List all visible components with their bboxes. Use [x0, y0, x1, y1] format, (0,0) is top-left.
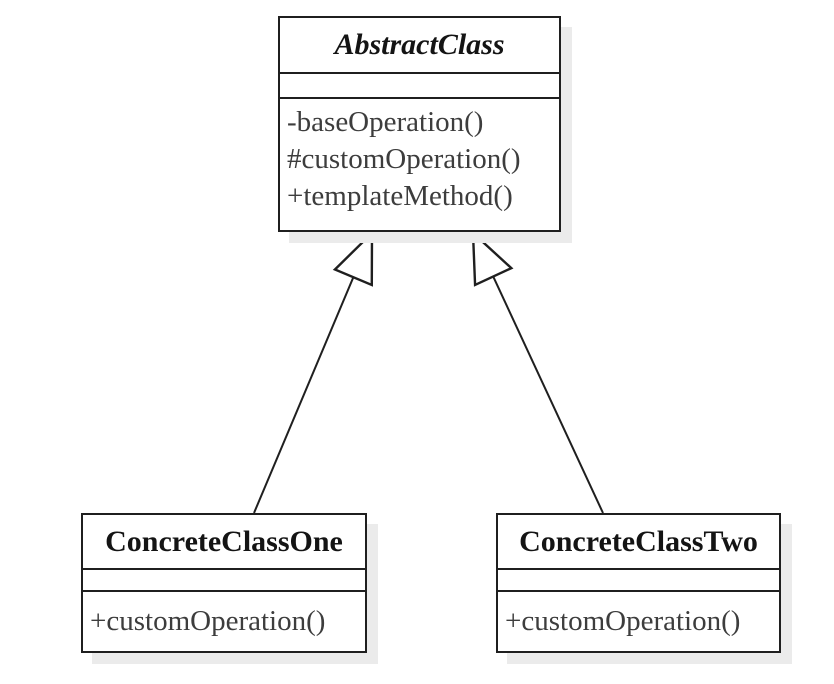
class-name: AbstractClass [280, 18, 559, 74]
method-item: #customOperation() [287, 143, 521, 175]
class-name: ConcreteClassTwo [498, 515, 779, 570]
class-name: ConcreteClassOne [83, 515, 365, 570]
attributes-compartment [498, 570, 779, 592]
class-box-concreteclassone: ConcreteClassOne +customOperation() [81, 513, 367, 653]
methods-compartment: +customOperation() [498, 592, 779, 651]
attributes-compartment [280, 74, 559, 99]
method-item: +customOperation() [505, 605, 741, 637]
attributes-compartment [83, 570, 365, 592]
methods-compartment: +customOperation() [83, 592, 365, 651]
generalization-line-concreteclasstwo [473, 233, 604, 514]
class-box-abstractclass: AbstractClass -baseOperation() #customOp… [278, 16, 561, 232]
method-item: +customOperation() [90, 605, 326, 637]
generalization-line-concreteclassone [253, 233, 372, 514]
method-item: -baseOperation() [287, 106, 484, 138]
methods-compartment: -baseOperation() #customOperation() +tem… [280, 99, 559, 230]
method-item: +templateMethod() [287, 180, 513, 212]
class-box-concreteclasstwo: ConcreteClassTwo +customOperation() [496, 513, 781, 653]
